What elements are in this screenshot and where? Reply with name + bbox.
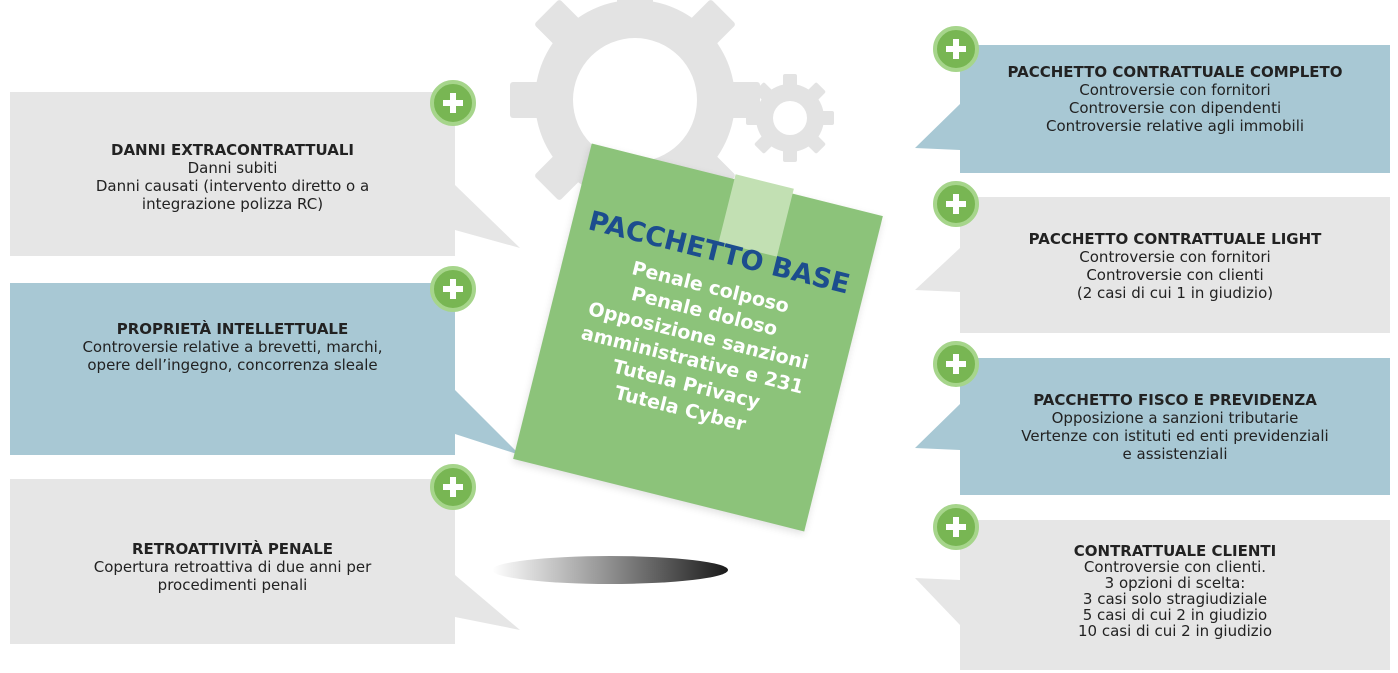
panel-line: integrazione polizza RC) bbox=[141, 195, 324, 213]
panel-contrattuale-completo: PACCHETTO CONTRATTUALE COMPLETO Controve… bbox=[960, 63, 1390, 135]
panel-title: PROPRIETÀ INTELLETTUALE bbox=[116, 320, 349, 338]
panel-line: (2 casi di cui 1 in giudizio) bbox=[1076, 284, 1274, 302]
plus-icon[interactable] bbox=[933, 341, 979, 387]
plus-icon[interactable] bbox=[430, 464, 476, 510]
panel-fisco-previdenza: PACCHETTO FISCO E PREVIDENZA Opposizione… bbox=[960, 391, 1390, 463]
panel-line: Controversie con clienti bbox=[1086, 266, 1264, 284]
panel-proprieta-intellettuale: PROPRIETÀ INTELLETTUALE Controversie rel… bbox=[10, 320, 455, 374]
plus-icon[interactable] bbox=[933, 504, 979, 550]
panel-contrattuale-light: PACCHETTO CONTRATTUALE LIGHT Controversi… bbox=[960, 230, 1390, 302]
panel-line: Controversie relative a brevetti, marchi… bbox=[82, 338, 383, 356]
panel-line: Controversie con clienti. bbox=[1083, 558, 1267, 576]
left-panels-shapes bbox=[10, 92, 520, 644]
panel-danni-extracontrattuali: DANNI EXTRACONTRATTUALI Danni subiti Dan… bbox=[10, 141, 455, 213]
plus-icon[interactable] bbox=[430, 80, 476, 126]
gear-icon bbox=[510, 0, 834, 225]
panel-line: 10 casi di cui 2 in giudizio bbox=[1077, 622, 1273, 640]
plus-icon[interactable] bbox=[430, 266, 476, 312]
panel-title: DANNI EXTRACONTRATTUALI bbox=[111, 141, 354, 159]
plus-icon[interactable] bbox=[933, 26, 979, 72]
panel-contrattuale-clienti: CONTRATTUALE CLIENTI Controversie con cl… bbox=[960, 543, 1390, 639]
panel-retroattivita-penale: RETROATTIVITÀ PENALE Copertura retroatti… bbox=[10, 540, 455, 594]
panel-line: Controversie con fornitori bbox=[1079, 248, 1271, 266]
panel-line: Controversie con fornitori bbox=[1079, 81, 1271, 99]
card-shadow bbox=[492, 556, 728, 584]
panel-line: 5 casi di cui 2 in giudizio bbox=[1082, 606, 1268, 624]
panel-line: Controversie con dipendenti bbox=[1068, 99, 1282, 117]
right-panels-shapes bbox=[915, 45, 1390, 670]
panel-line: Opposizione a sanzioni tributarie bbox=[1051, 409, 1299, 427]
panel-line: Controversie relative agli immobili bbox=[1045, 117, 1305, 135]
panel-line: Copertura retroattiva di due anni per bbox=[93, 558, 372, 576]
panel-line: Vertenze con istituti ed enti previdenzi… bbox=[1021, 427, 1329, 445]
panel-title: PACCHETTO CONTRATTUALE LIGHT bbox=[1028, 230, 1322, 248]
panel-line: 3 casi solo stragiudiziale bbox=[1082, 590, 1268, 608]
panel-title: PACCHETTO CONTRATTUALE COMPLETO bbox=[1007, 63, 1343, 81]
panel-title: RETROATTIVITÀ PENALE bbox=[131, 540, 334, 558]
card-text: PACCHETTO BASE Penale colposo Penale dol… bbox=[532, 202, 869, 458]
plus-icon[interactable] bbox=[933, 181, 979, 227]
panel-line: 3 opzioni di scelta: bbox=[1104, 574, 1246, 592]
panel-line: Danni causati (intervento diretto o a bbox=[95, 177, 370, 195]
panel-title: PACCHETTO FISCO E PREVIDENZA bbox=[1033, 391, 1317, 409]
panel-line: opere dell’ingegno, concorrenza sleale bbox=[87, 356, 378, 374]
panel-line: e assistenziali bbox=[1122, 445, 1228, 463]
panel-line: Danni subiti bbox=[187, 159, 278, 177]
panel-title: CONTRATTUALE CLIENTI bbox=[1073, 542, 1277, 560]
panel-line: procedimenti penali bbox=[157, 576, 308, 594]
